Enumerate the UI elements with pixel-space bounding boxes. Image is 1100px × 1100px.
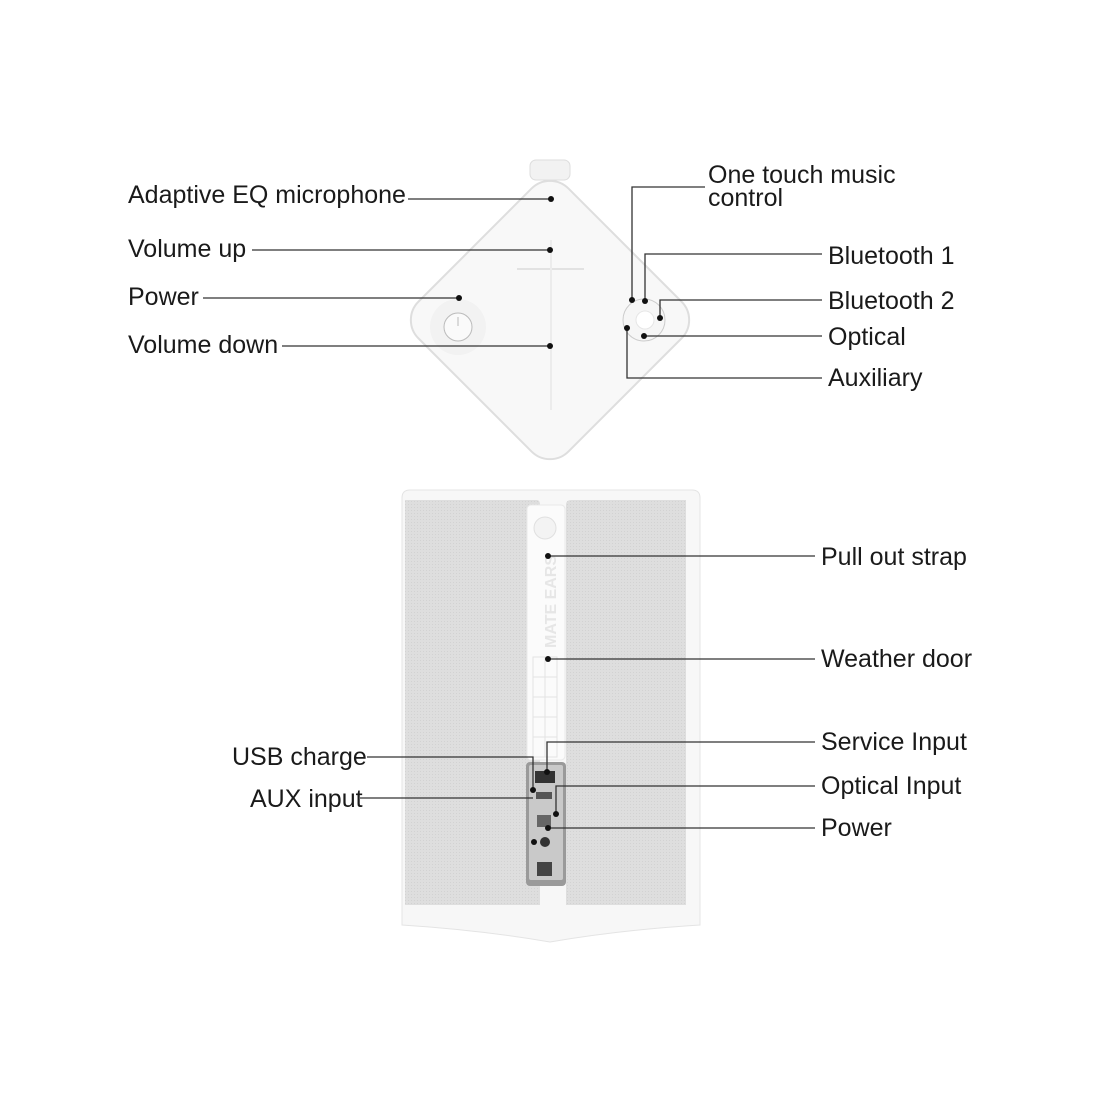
power-port[interactable] — [537, 862, 552, 876]
label-usb-charge: USB charge — [232, 743, 367, 771]
label-optical: Optical — [828, 323, 906, 351]
label-one-touch-music: One touch music — [708, 161, 896, 189]
label-adaptive-eq-microphone: Adaptive EQ microphone — [128, 181, 406, 209]
aux-port[interactable] — [540, 837, 550, 847]
optical-port[interactable] — [537, 815, 551, 827]
logo-text: MATE EARS — [543, 555, 560, 648]
label-aux-input: AUX input — [250, 785, 363, 813]
center-strip — [526, 504, 566, 761]
usb-port[interactable] — [536, 792, 552, 799]
weather-door[interactable] — [532, 656, 558, 758]
leader-lines — [203, 186, 822, 845]
strap-loop — [529, 159, 571, 181]
speaker-side-view: MATE EARS — [401, 489, 701, 943]
label-weather-door: Weather door — [821, 645, 972, 673]
label-volume-up: Volume up — [128, 235, 246, 263]
label-pull-out-strap: Pull out strap — [821, 543, 967, 571]
label-auxiliary: Auxiliary — [828, 364, 923, 392]
music-control-button[interactable] — [635, 310, 655, 330]
label-one-touch-control: control — [708, 184, 783, 212]
label-power-side: Power — [821, 814, 892, 842]
label-power-top: Power — [128, 283, 199, 311]
power-icon[interactable] — [443, 312, 473, 342]
fabric-panel-right — [566, 500, 686, 905]
labels: Adaptive EQ microphone Volume up Power V… — [128, 161, 972, 842]
label-optical-input: Optical Input — [821, 772, 961, 800]
label-volume-down: Volume down — [128, 331, 278, 359]
fabric-panel-left — [405, 500, 540, 905]
speaker-top-view — [409, 159, 691, 461]
label-service-input: Service Input — [821, 728, 967, 756]
label-bluetooth-1: Bluetooth 1 — [828, 242, 955, 270]
label-bluetooth-2: Bluetooth 2 — [828, 287, 955, 315]
service-input-port[interactable] — [535, 771, 555, 783]
